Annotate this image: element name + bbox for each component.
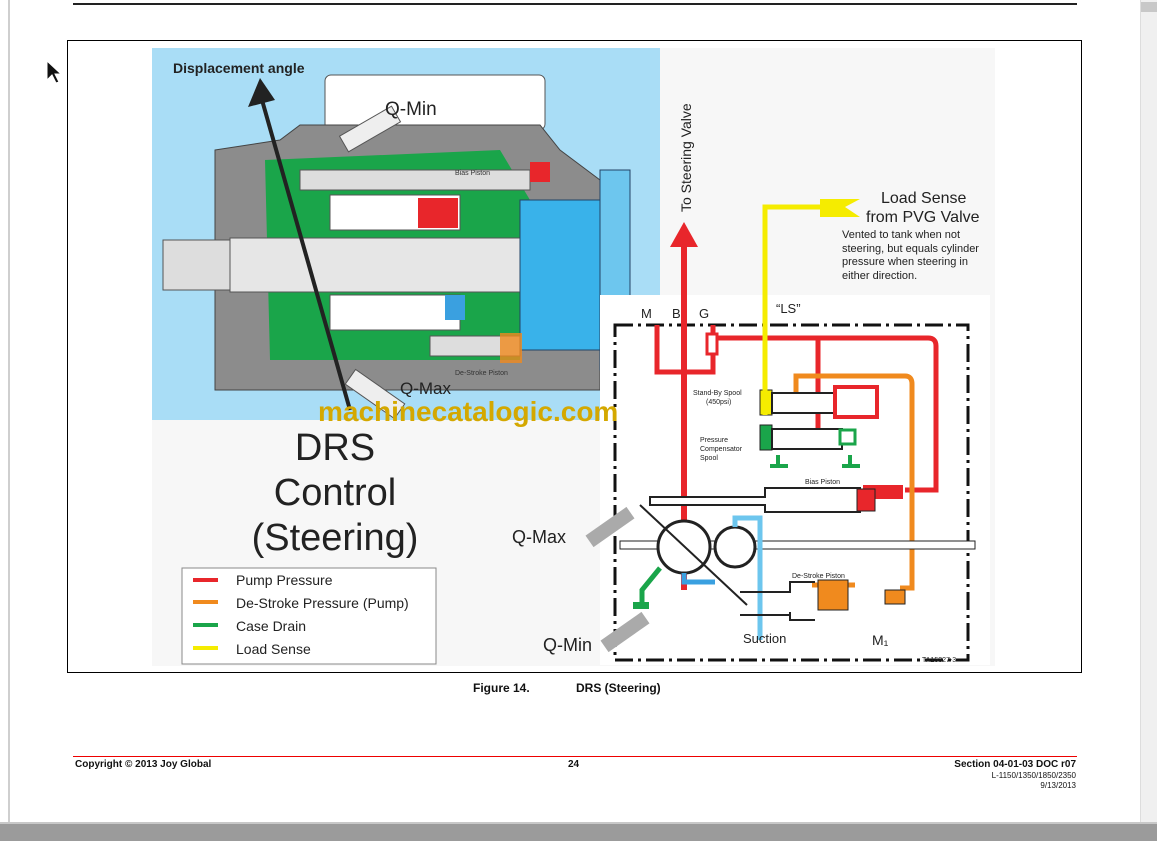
to-steering-valve-label: To Steering Valve [678,103,694,212]
cutaway-destroke-label: De-Stroke Piston [455,370,508,377]
legend-item: De-Stroke Pressure (Pump) [236,595,409,611]
schematic-qmin-label: Q-Min [543,635,592,655]
load-sense-note-line: Vented to tank when not [842,229,960,241]
drs-control-title: DRS Control (Steering) [252,427,419,559]
page-edge [8,0,10,822]
footer-section: Section 04-01-03 DOC r07 [954,759,1076,770]
header-rule [73,3,1077,5]
legend-item: Load Sense [236,641,311,657]
pressure-comp-label: Pressure [700,437,728,444]
port-ls-label: “LS” [776,301,801,316]
displacement-angle-arrow [260,99,352,411]
drawing-id: TA15327-3 [922,657,956,664]
footer-copyright: Copyright © 2013 Joy Global [75,759,212,770]
suction-label: Suction [743,631,786,646]
load-sense-note-line: either direction. [842,270,917,282]
page-number: 24 [568,759,580,770]
load-sense-title-2: from PVG Valve [866,209,980,226]
port-g-label: G [699,306,709,321]
figure-frame [67,40,1082,673]
footer-date: 9/13/2013 [1040,781,1076,790]
pressure-comp-label: Spool [700,455,718,462]
footer-models: L-1150/1350/1850/2350 [991,771,1076,780]
legend: Pump Pressure De-Stroke Pressure (Pump) … [181,567,437,665]
scrollbar-thumb[interactable] [1141,2,1157,12]
legend-item: Case Drain [236,618,306,634]
viewer-bottom-bar [0,822,1157,841]
standby-spool-label: Stand-By Spool [693,390,742,397]
legend-item: Pump Pressure [236,572,333,588]
schematic-bias-piston-label: Bias Piston [805,479,840,486]
title-line: Control [274,472,397,514]
figure-title: DRS (Steering) [576,681,661,695]
watermark: machinecatalogic.com [318,396,618,427]
schematic-qmax-label: Q-Max [512,527,566,547]
cutaway-qmax-label: Q-Max [400,379,452,398]
title-line: DRS [295,427,375,469]
pressure-comp-label: Compensator [700,446,743,453]
figure-number: Figure 14. [473,681,530,695]
load-sense-note-line: pressure when steering in [842,256,968,268]
port-m1-label: M₁ [872,632,889,648]
load-sense-title-1: Load Sense [881,190,967,207]
hydraulic-schematic: To Steering Valve Load Sense from PVG Va… [512,103,990,665]
mouse-cursor-icon [46,60,63,84]
displacement-angle-label: Displacement angle [173,60,305,76]
standby-spool-label: (450psi) [706,399,731,406]
title-line: (Steering) [252,517,419,559]
to-steering-arrow [670,222,698,247]
cutaway-qmin-label: Q-Min [385,99,437,120]
vertical-scrollbar[interactable] [1140,0,1157,822]
port-b-label: B [672,306,681,321]
load-sense-note-line: steering, but equals cylinder [842,243,979,255]
pump-cutaway-image: Bias Piston De-Stroke Piston Q-Min Q-Max… [152,48,660,420]
cutaway-bias-piston-label: Bias Piston [455,170,490,177]
port-m-label: M [641,306,652,321]
schematic-destroke-label: De-Stroke Piston [792,573,845,580]
footer-rule [73,756,1077,757]
